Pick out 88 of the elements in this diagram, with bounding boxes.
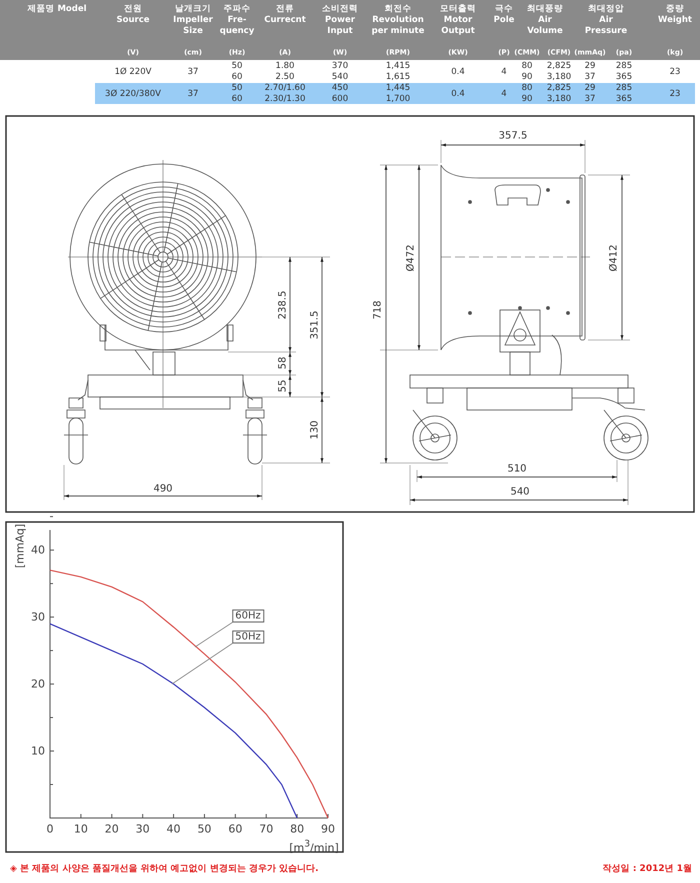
column-header: 소비전력 Power Input — [321, 4, 359, 37]
table-cell: 285 — [616, 83, 632, 93]
dimension-label: 58 — [278, 356, 288, 370]
table-cell: 29 — [584, 61, 596, 71]
tick-label: 80 — [290, 824, 304, 834]
date-note: 작성일 : 2012년 1월 — [602, 864, 692, 875]
table-cell: 3,180 — [546, 94, 572, 104]
tick-label: 10 — [74, 824, 88, 834]
table-cell: 37 — [584, 94, 596, 104]
tick-label: 60 — [228, 824, 242, 834]
table-cell: 50 — [232, 83, 242, 93]
tick-label: 40 — [31, 544, 45, 556]
table-cell: 23 — [670, 66, 680, 76]
table-cell: 1,615 — [386, 72, 410, 82]
table-cell: 600 — [332, 94, 348, 104]
dimension-label: 510 — [507, 464, 527, 474]
tick-label: 10 — [31, 746, 45, 757]
table-cell: 2,825 — [546, 61, 572, 71]
table-cell: 2.30/1.30 — [264, 94, 306, 104]
column-header: 전원 Source — [115, 4, 150, 26]
table-cell: 540 — [332, 72, 348, 82]
tick-label: 30 — [136, 824, 150, 834]
column-header: 제품명 Model — [27, 4, 87, 15]
column-header: 회전수 Revolution per minute — [370, 4, 426, 37]
column-header: 날개크기 Impeller Size — [172, 4, 214, 37]
column-header: 주파수 Fre-quency — [218, 4, 256, 37]
tick-label: 70 — [259, 824, 274, 834]
table-cell: 80 — [522, 61, 532, 71]
dimension-label: 357.5 — [498, 130, 528, 142]
leader-line — [194, 622, 234, 648]
table-cell: 4 — [501, 88, 507, 98]
dimension-label: 130 — [310, 420, 320, 440]
table-cell: 2,825 — [546, 83, 572, 93]
tick-label: 50 — [197, 824, 212, 834]
table-cell: 37 — [188, 66, 198, 76]
column-header: 극수 Pole — [492, 4, 516, 26]
table-cell: 2.70/1.60 — [264, 83, 306, 93]
table-cell: 2.50 — [276, 72, 294, 82]
tick-label: 90 — [321, 824, 335, 834]
table-cell: 3Ø 220/380V — [105, 88, 161, 98]
table-cell: 450 — [332, 83, 348, 93]
column-header: 최대정압 Air Pressure — [584, 4, 628, 37]
table-cell: 4 — [501, 66, 507, 76]
tick-label: 0 — [46, 824, 54, 834]
tick-label: 30 — [31, 612, 45, 623]
column-header: 전류 Currecnt — [263, 4, 307, 26]
dimension-label: 55 — [278, 380, 288, 392]
dimension-label: 540 — [510, 486, 530, 498]
dimension-label: 351.5 — [310, 310, 320, 340]
table-cell: 1,415 — [386, 61, 410, 71]
axis-title: [mmAq] — [14, 524, 26, 568]
dimension-label: 718 — [372, 300, 384, 320]
table-cell: 370 — [332, 61, 348, 71]
callout-box: 60Hz — [232, 610, 264, 622]
column-header: 모터출력 Motor Output — [439, 4, 477, 37]
leader-line — [172, 642, 234, 684]
table-cell: 90 — [522, 94, 532, 104]
tick-label: 40 — [166, 824, 181, 834]
column-header: 최대풍량 Air Volume — [526, 4, 564, 37]
table-cell: 1,700 — [386, 94, 410, 104]
dimension-label: Ø472 — [406, 244, 416, 272]
table-cell: 1,445 — [386, 83, 410, 93]
table-cell: 3,180 — [546, 72, 572, 82]
table-cell: 365 — [616, 72, 632, 82]
table-cell: 285 — [616, 61, 632, 71]
table-cell: 90 — [522, 72, 532, 82]
table-cell: 1.80 — [276, 61, 294, 71]
dimension-label: 490 — [153, 484, 173, 494]
tick-label: 20 — [31, 678, 45, 690]
table-cell: 37 — [584, 72, 596, 82]
table-cell: 50 — [232, 61, 242, 71]
axis-title: [m$^{3}$/min] — [289, 838, 339, 854]
table-cell: 29 — [584, 83, 596, 93]
tick-label: 20 — [104, 824, 119, 834]
table-cell: 0.4 — [451, 88, 465, 98]
table-cell: 80 — [522, 83, 532, 93]
column-header: 중량 Weight — [657, 4, 693, 26]
dimension-label: 238.5 — [278, 290, 288, 320]
table-cell: 37 — [188, 88, 198, 98]
table-cell: 23 — [670, 88, 680, 98]
dimension-label: Ø412 — [608, 244, 620, 272]
table-cell: 0.4 — [451, 66, 465, 76]
table-cell: 60 — [232, 94, 242, 104]
callout-box: 50Hz — [232, 630, 264, 644]
table-cell: 1Ø 220V — [114, 66, 152, 76]
table-cell: 60 — [232, 72, 242, 82]
table-cell: 365 — [616, 94, 632, 104]
footnote: ◈ 본 제품의 사양은 품질개선을 위하여 예고없이 변경되는 경우가 있습니다. — [10, 864, 319, 875]
